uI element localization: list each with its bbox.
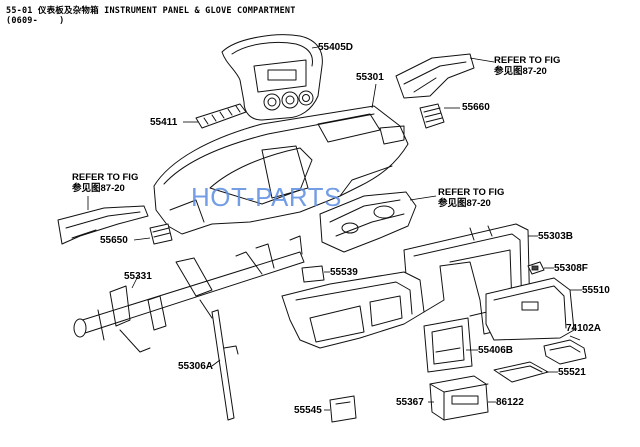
clip-55308F-part — [527, 261, 545, 275]
leader-ref-top — [469, 57, 495, 63]
leader-55301 — [371, 83, 377, 109]
part-label-55545: 55545 — [294, 405, 322, 416]
part-label-55306A: 55306A — [178, 361, 214, 372]
instrument-panel-main-part — [153, 105, 409, 235]
part-label-55303B: 55303B — [538, 231, 574, 242]
ref-note-mid: REFER TO FIG 参见图87-20 — [438, 187, 504, 209]
cover-55539-part — [301, 265, 325, 283]
glove-box-part — [485, 277, 575, 341]
cluster-bezel-part — [221, 34, 323, 121]
ref-note-mid-line1: REFER TO FIG — [438, 187, 505, 198]
tray-part — [493, 361, 549, 383]
ref-note-top-line2: 参见图87-20 — [494, 66, 547, 77]
bracket-55545-part — [329, 395, 357, 423]
leader-ref-mid — [409, 195, 437, 201]
part-label-55510: 55510 — [582, 285, 610, 296]
ref-note-top-line1: REFER TO FIG — [494, 55, 561, 66]
leader-74102A — [569, 335, 581, 341]
ref-note-left-line1: REFER TO FIG — [72, 172, 139, 183]
part-label-55406B: 55406B — [478, 345, 514, 356]
part-label-55411: 55411 — [150, 117, 178, 128]
part-label-55660: 55660 — [462, 102, 490, 113]
cross-beam-part — [73, 235, 305, 353]
ref-note-top: REFER TO FIG 参见图87-20 — [494, 55, 560, 77]
part-label-55521: 55521 — [558, 367, 586, 378]
leader-55331 — [131, 275, 139, 289]
ref-note-left: REFER TO FIG 参见图87-20 — [72, 172, 138, 194]
ref-note-mid-line2: 参见图87-20 — [438, 198, 491, 209]
diagram-date-range: (0609- ) — [6, 16, 65, 26]
part-label-55331: 55331 — [124, 271, 152, 282]
duct-middle-part — [319, 191, 417, 253]
part-label-55539: 55539 — [330, 267, 358, 278]
part-label-55308F: 55308F — [554, 263, 588, 274]
part-label-55367: 55367 — [396, 397, 424, 408]
part-label-74102A: 74102A — [566, 323, 602, 334]
vent-55411-part — [195, 103, 247, 129]
vent-55650-part — [149, 223, 173, 245]
center-bezel-part — [423, 317, 473, 373]
leader-55306A — [211, 359, 221, 367]
vent-55660-part — [419, 103, 445, 129]
part-label-55650: 55650 — [100, 235, 128, 246]
part-label-86122: 86122 — [496, 397, 524, 408]
duct-left-part — [57, 205, 149, 245]
watermark: HOT-PARTS — [191, 182, 342, 212]
ashtray-part — [543, 339, 587, 365]
leader-55405D — [311, 46, 319, 49]
duct-top-right-part — [395, 53, 475, 99]
part-label-55405D: 55405D — [318, 42, 354, 53]
lower-panel-body-part — [281, 271, 425, 349]
leader-55650 — [133, 237, 151, 241]
audio-unit-part — [429, 375, 489, 421]
ref-note-left-line2: 参见图87-20 — [72, 183, 125, 194]
part-label-55301: 55301 — [356, 72, 384, 83]
brace-part — [211, 309, 239, 421]
diagram-title: 55-01 仪表板及杂物箱 INSTRUMENT PANEL & GLOVE C… — [6, 6, 296, 16]
